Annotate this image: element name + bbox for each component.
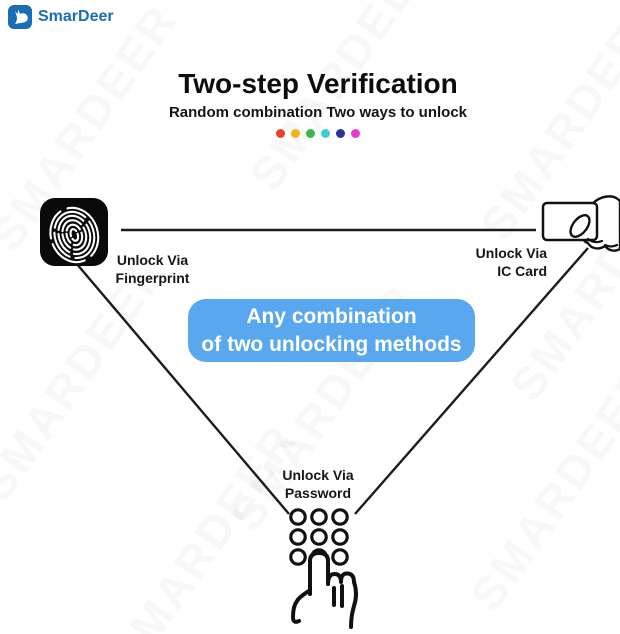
deer-icon xyxy=(8,5,32,29)
page-subtitle: Random combination Two ways to unlock xyxy=(168,104,468,121)
callout-line2: of two unlocking methods xyxy=(201,332,462,356)
color-dot xyxy=(306,129,315,138)
color-dot xyxy=(321,129,330,138)
fingerprint-icon xyxy=(40,198,108,266)
ic-card-label-line2: IC Card xyxy=(497,263,547,279)
brand: SmarDeer xyxy=(8,5,114,29)
password-label-line2: Password xyxy=(284,485,352,501)
tap-hand-icon xyxy=(290,551,358,629)
password-label: Unlock Via Password xyxy=(258,466,378,502)
callout-line1: Any combination xyxy=(246,304,417,328)
color-dot xyxy=(291,129,300,138)
password-label-line1: Unlock Via xyxy=(282,467,354,483)
fingerprint-label: Unlock Via Fingerprint xyxy=(105,251,200,287)
ic-card-label: Unlock Via IC Card xyxy=(447,244,547,280)
callout-box: Any combination of two unlocking methods xyxy=(188,299,475,362)
color-dot xyxy=(276,129,285,138)
keypad-icon xyxy=(289,508,349,566)
color-dots xyxy=(0,129,620,138)
page-title: Two-step Verification xyxy=(178,68,458,99)
ic-card-icon xyxy=(541,195,620,252)
color-dot xyxy=(351,129,360,138)
color-dot xyxy=(336,129,345,138)
brand-name: SmarDeer xyxy=(38,8,114,25)
ic-card-label-line1: Unlock Via xyxy=(475,245,547,261)
fingerprint-label-line2: Fingerprint xyxy=(115,270,190,286)
fingerprint-label-line1: Unlock Via xyxy=(116,252,189,268)
